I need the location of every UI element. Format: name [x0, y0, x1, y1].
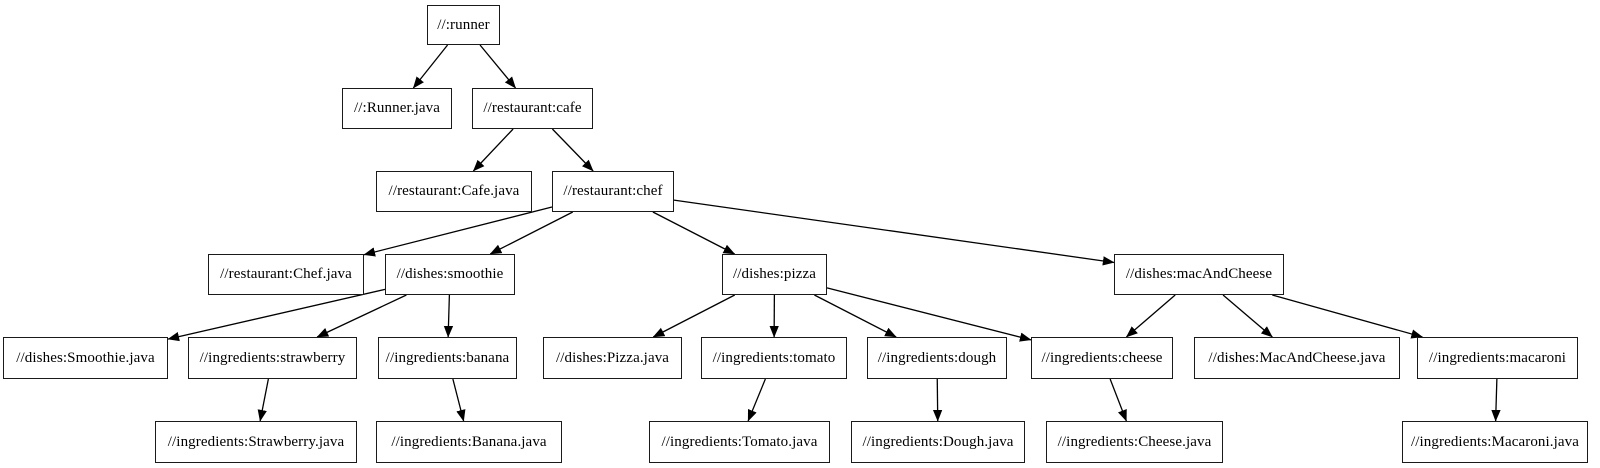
edge-chef-smoothie [489, 211, 574, 255]
edge-runner-runner_java [412, 44, 449, 89]
edge-smoothie-strawberry [316, 294, 407, 338]
edge-cheese-cheese_java [1109, 378, 1127, 422]
node-smoothie: //dishes:smoothie [385, 254, 515, 295]
node-strawberry_java: //ingredients:Strawberry.java [155, 421, 357, 463]
node-label: //ingredients:dough [877, 349, 997, 366]
node-label: //ingredients:Tomato.java [661, 433, 818, 450]
node-macaroni: //ingredients:macaroni [1417, 337, 1578, 379]
edge-smoothie-smoothie_java [167, 288, 386, 342]
node-tomato_java: //ingredients:Tomato.java [649, 421, 830, 463]
node-pizza: //dishes:pizza [722, 254, 827, 295]
node-label: //:Runner.java [354, 100, 440, 116]
edge-macandcheese-cheese [1125, 294, 1176, 338]
edge-tomato-tomato_java [747, 378, 766, 422]
node-macandcheese: //dishes:macAndCheese [1114, 254, 1284, 295]
node-label: //ingredients:tomato [712, 349, 836, 366]
node-label: //restaurant:chef [563, 183, 663, 199]
node-label: //restaurant:Cafe.java [388, 183, 520, 199]
edge-pizza-cheese [826, 287, 1032, 342]
edge-macaroni-macaroni_java [1491, 378, 1501, 422]
edge-pizza-pizza_java [652, 294, 736, 338]
node-tomato: //ingredients:tomato [701, 337, 847, 379]
edge-pizza-dough [814, 294, 897, 338]
edge-strawberry-strawberry_java [257, 378, 270, 422]
node-chef_java: //restaurant:Chef.java [208, 254, 364, 295]
node-cafe: //restaurant:cafe [472, 88, 593, 129]
node-chef: //restaurant:chef [552, 171, 674, 212]
edge-chef-chef_java [363, 206, 553, 257]
edge-smoothie-banana [443, 294, 454, 338]
node-banana_java: //ingredients:Banana.java [376, 421, 562, 463]
node-smoothie_java: //dishes:Smoothie.java [3, 337, 168, 379]
edge-dough-dough_java [932, 378, 943, 422]
node-banana: //ingredients:banana [378, 337, 517, 379]
node-cheese: //ingredients:cheese [1031, 337, 1173, 379]
node-runner: //:runner [427, 5, 500, 45]
node-label: //ingredients:Strawberry.java [167, 433, 345, 450]
node-label: //dishes:macAndCheese [1125, 266, 1273, 282]
node-dough_java: //ingredients:Dough.java [851, 421, 1025, 463]
node-cafe_java: //restaurant:Cafe.java [376, 171, 532, 212]
node-macandcheese_java: //dishes:MacAndCheese.java [1194, 337, 1400, 379]
node-label: //restaurant:cafe [483, 100, 582, 116]
node-label: //restaurant:Chef.java [220, 266, 352, 282]
node-label: //dishes:Pizza.java [555, 349, 670, 366]
node-label: //ingredients:cheese [1041, 349, 1163, 366]
edge-chef-pizza [652, 211, 736, 255]
edge-macandcheese-macandcheese_java [1222, 294, 1273, 338]
edge-cafe-chef [551, 128, 594, 172]
node-strawberry: //ingredients:strawberry [188, 337, 357, 379]
node-cheese_java: //ingredients:Cheese.java [1046, 421, 1223, 463]
edge-macandcheese-macaroni [1272, 294, 1423, 339]
node-dough: //ingredients:dough [867, 337, 1007, 379]
node-runner_java: //:Runner.java [342, 88, 452, 129]
node-label: //ingredients:Banana.java [391, 433, 547, 450]
node-label: //ingredients:banana [385, 349, 510, 366]
node-pizza_java: //dishes:Pizza.java [543, 337, 682, 379]
node-label: //dishes:pizza [732, 266, 817, 282]
node-label: //ingredients:Dough.java [862, 433, 1014, 450]
node-macaroni_java: //ingredients:Macaroni.java [1402, 421, 1588, 463]
edge-cafe-cafe_java [472, 128, 514, 172]
node-label: //dishes:Smoothie.java [16, 349, 155, 366]
edge-banana-banana_java [452, 378, 466, 422]
edge-runner-cafe [479, 44, 517, 89]
node-label: //:runner [437, 16, 490, 33]
node-label: //ingredients:Macaroni.java [1410, 433, 1580, 450]
node-label: //ingredients:macaroni [1428, 349, 1567, 366]
node-label: //ingredients:strawberry [199, 349, 346, 366]
node-label: //dishes:MacAndCheese.java [1208, 349, 1386, 366]
node-label: //ingredients:Cheese.java [1057, 433, 1212, 450]
node-label: //dishes:smoothie [396, 266, 504, 282]
